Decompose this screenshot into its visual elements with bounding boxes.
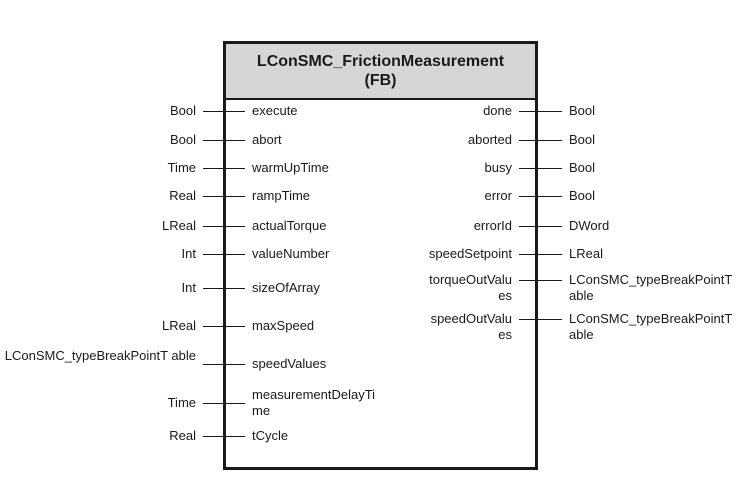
connector-line xyxy=(203,111,245,112)
connector-line xyxy=(203,196,245,197)
output-type: Bool xyxy=(569,188,596,203)
output-type: LReal xyxy=(569,246,603,261)
input-pin: maxSpeed xyxy=(252,318,315,333)
connector-line xyxy=(519,254,562,255)
output-type: Bool xyxy=(569,160,596,175)
output-pin: errorId xyxy=(473,218,512,233)
input-type: Int xyxy=(181,246,196,261)
input-type: Time xyxy=(167,395,196,410)
output-pin: speedSetpoint xyxy=(428,246,512,261)
output-type: LConSMC_typeBreakPointT able xyxy=(569,272,733,303)
block-header: LConSMC_FrictionMeasurement (FB) xyxy=(226,44,535,100)
output-type: LConSMC_typeBreakPointT able xyxy=(569,311,733,342)
input-pin: actualTorque xyxy=(252,218,327,233)
output-type: DWord xyxy=(569,218,610,233)
input-pin: warmUpTime xyxy=(252,160,329,175)
input-type: Time xyxy=(167,160,196,175)
input-pin: rampTime xyxy=(252,188,311,203)
output-type: Bool xyxy=(569,132,596,147)
function-block: LConSMC_FrictionMeasurement (FB) xyxy=(223,41,538,470)
connector-line xyxy=(203,168,245,169)
input-pin: sizeOfArray xyxy=(252,280,320,295)
connector-line xyxy=(519,140,562,141)
connector-line xyxy=(203,140,245,141)
connector-line xyxy=(203,254,245,255)
connector-line xyxy=(203,288,245,289)
output-pin: aborted xyxy=(467,132,512,147)
connector-line xyxy=(519,168,562,169)
output-pin: torqueOutValu es xyxy=(429,272,512,303)
input-type: LReal xyxy=(162,218,196,233)
input-type: Bool xyxy=(169,103,196,118)
output-pin: speedOutValu es xyxy=(430,311,512,342)
connector-line xyxy=(203,403,245,404)
input-type: Bool xyxy=(169,132,196,147)
connector-line xyxy=(519,226,562,227)
connector-line xyxy=(519,196,562,197)
input-pin: measurementDelayTi me xyxy=(252,387,376,418)
output-pin: error xyxy=(484,188,512,203)
input-pin: tCycle xyxy=(252,428,289,443)
input-pin: valueNumber xyxy=(252,246,330,261)
input-type: Real xyxy=(169,428,196,443)
input-type: Real xyxy=(169,188,196,203)
connector-line xyxy=(519,319,562,320)
connector-line xyxy=(203,326,245,327)
input-type: Int xyxy=(181,280,196,295)
output-type: Bool xyxy=(569,103,596,118)
block-kind: (FB) xyxy=(364,72,397,89)
connector-line xyxy=(203,436,245,437)
input-type: LReal xyxy=(162,318,196,333)
block-name: LConSMC_FrictionMeasurement xyxy=(256,53,505,70)
connector-line xyxy=(519,111,562,112)
input-pin: execute xyxy=(252,103,298,118)
connector-line xyxy=(203,226,245,227)
connector-line xyxy=(203,364,245,365)
output-pin: done xyxy=(483,103,512,118)
input-pin: abort xyxy=(252,132,282,147)
connector-line xyxy=(519,280,562,281)
input-type: LConSMC_typeBreakPointT able xyxy=(4,348,196,363)
input-pin: speedValues xyxy=(252,356,327,371)
output-pin: busy xyxy=(484,160,512,175)
